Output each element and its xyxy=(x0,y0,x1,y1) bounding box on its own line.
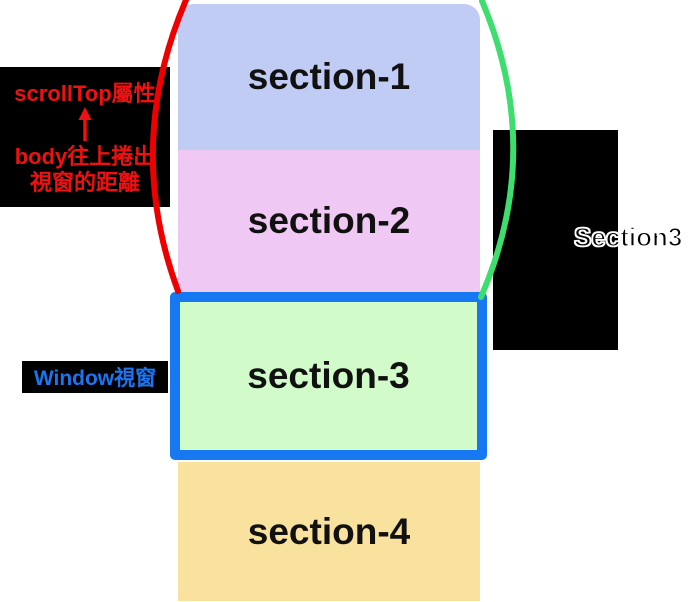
up-arrow-icon xyxy=(77,106,93,144)
right-callout-label: Section3 xyxy=(573,221,683,253)
scrolltop-callout-title: scrollTop屬性 xyxy=(14,81,156,106)
section-3-label: section-3 xyxy=(247,355,410,396)
section-4-block: section-4 xyxy=(178,462,480,601)
window-viewport-box: section-3 xyxy=(170,292,487,460)
section-1-block: section-1 xyxy=(178,4,480,150)
section-2-block: section-2 xyxy=(178,150,480,292)
scrolltop-callout-desc2: 視窗的距離 xyxy=(29,169,140,195)
scrolltop-callout: scrollTop屬性 body往上捲出 視窗的距離 xyxy=(0,67,170,207)
window-callout-label: Window視窗 xyxy=(33,367,157,390)
section-1-label: section-1 xyxy=(247,56,411,97)
section-4-label: section-4 xyxy=(247,510,411,552)
scrolltop-callout-desc1: body往上捲出 xyxy=(14,144,156,170)
section-2-label: section-2 xyxy=(247,200,411,241)
window-callout: Window視窗 xyxy=(22,361,168,393)
